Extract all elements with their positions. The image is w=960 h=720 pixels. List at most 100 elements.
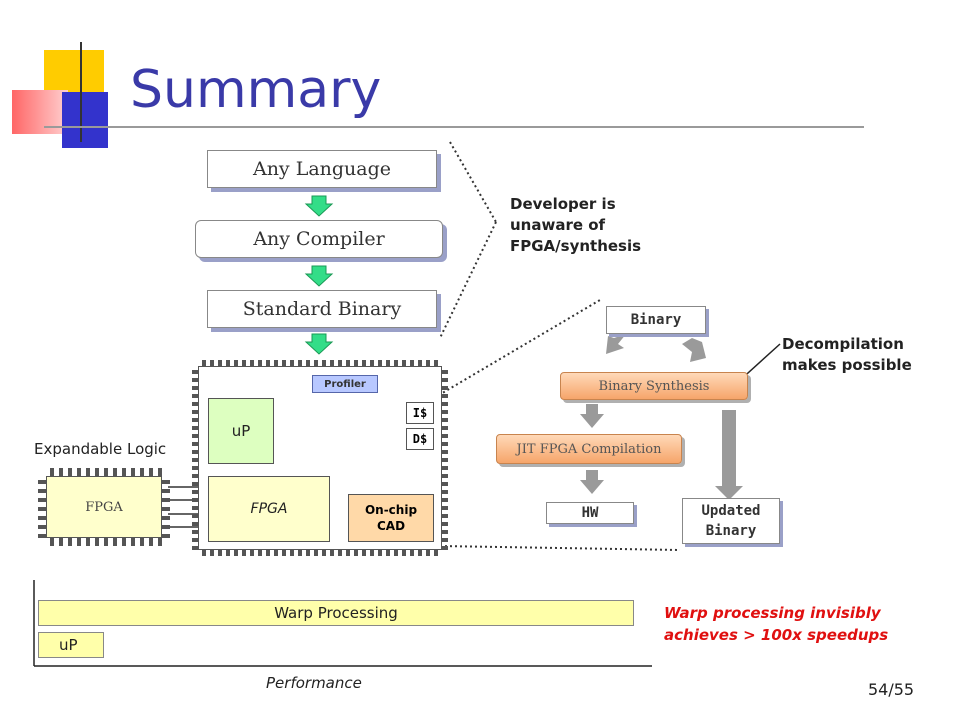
chip-pin	[104, 538, 108, 546]
chip-pin	[162, 498, 170, 502]
chip-pin	[131, 538, 135, 546]
chip-pin	[426, 550, 430, 556]
chip-pin	[330, 550, 334, 556]
chip-pin	[192, 378, 198, 382]
chip-pin	[192, 442, 198, 446]
chip-pin	[354, 550, 358, 556]
chip-pin	[122, 538, 126, 546]
chip-pin	[192, 522, 198, 526]
chip-pins	[192, 360, 448, 556]
chip-pin	[442, 530, 448, 534]
chip-pin	[234, 550, 238, 556]
hw-box: HW	[546, 502, 634, 524]
chip-pin	[192, 490, 198, 494]
chip-pin	[402, 360, 406, 366]
chip-pin	[226, 550, 230, 556]
binary-synthesis-box: Binary Synthesis	[560, 372, 748, 400]
chip-pin	[306, 360, 310, 366]
chip-pin	[338, 550, 342, 556]
chip-pin	[442, 418, 448, 422]
chip-pin	[226, 360, 230, 366]
chip-pin	[242, 550, 246, 556]
chip-pin	[192, 538, 198, 542]
chip-pin	[338, 360, 342, 366]
chip-pin	[346, 550, 350, 556]
chip-pin	[140, 538, 144, 546]
decompilation-note: Decompilation makes possible	[782, 335, 912, 374]
chip-pin	[258, 360, 262, 366]
expandable-chip-pins	[38, 468, 170, 546]
any-language-box: Any Language	[207, 150, 437, 188]
chip-pin	[442, 370, 448, 374]
chip-pin	[202, 360, 206, 366]
chip-pin	[442, 482, 448, 486]
chip-pin	[38, 507, 46, 511]
chip-pin	[442, 386, 448, 390]
chip-pin	[346, 360, 350, 366]
chip-pin	[192, 506, 198, 510]
up-performance-bar: uP	[38, 632, 104, 658]
chip-pin	[131, 468, 135, 476]
chip-pin	[86, 468, 90, 476]
chip-pin	[192, 498, 198, 502]
chip-pin	[274, 550, 278, 556]
chip-pin	[86, 538, 90, 546]
chip-pin	[162, 525, 170, 529]
chip-pin	[192, 426, 198, 430]
chip-pin	[442, 410, 448, 414]
chip-pin	[122, 468, 126, 476]
chip-pin	[113, 468, 117, 476]
warp-processing-bar: Warp Processing	[38, 600, 634, 626]
chip-pin	[274, 360, 278, 366]
chip-pin	[50, 468, 54, 476]
chip-pin	[95, 468, 99, 476]
chip-pin	[394, 360, 398, 366]
chip-pin	[298, 360, 302, 366]
chip-pin	[442, 490, 448, 494]
expandable-logic-label: Expandable Logic	[34, 440, 167, 458]
chip-pin	[442, 506, 448, 510]
chip-pin	[59, 468, 63, 476]
chip-pin	[192, 530, 198, 534]
chip-pin	[192, 474, 198, 478]
chip-pin	[442, 450, 448, 454]
chip-pin	[442, 458, 448, 462]
chip-pin	[298, 550, 302, 556]
chip-pin	[242, 360, 246, 366]
title-divider	[44, 126, 864, 128]
chip-pin	[38, 489, 46, 493]
chip-pin	[192, 514, 198, 518]
performance-axis-label: Performance	[266, 674, 362, 692]
expandable-fpga-chip: FPGA	[46, 476, 162, 538]
chip-pin	[442, 466, 448, 470]
chip-pin	[418, 550, 422, 556]
chip-pin	[442, 546, 448, 550]
standard-binary-box: Standard Binary	[207, 290, 437, 328]
fpga-block: FPGA	[208, 476, 330, 542]
chip-pin	[192, 434, 198, 438]
chip-pin	[282, 550, 286, 556]
chip-pin	[192, 394, 198, 398]
chip-pin	[442, 474, 448, 478]
binary-box: Binary	[606, 306, 706, 334]
chip-pin	[162, 507, 170, 511]
chip-pin	[38, 516, 46, 520]
chip-pin	[434, 550, 438, 556]
chip-pin	[218, 360, 222, 366]
chip-pin	[95, 538, 99, 546]
chip-pin	[314, 550, 318, 556]
chip-pin	[410, 550, 414, 556]
chip-pin	[113, 538, 117, 546]
chip-pin	[68, 538, 72, 546]
icache-box: I$	[406, 402, 434, 424]
chip-pin	[59, 538, 63, 546]
chip-pin	[442, 442, 448, 446]
chip-pin	[77, 538, 81, 546]
chip-pin	[202, 550, 206, 556]
chip-pin	[192, 482, 198, 486]
any-compiler-box: Any Compiler	[195, 220, 443, 258]
chip-pin	[192, 546, 198, 550]
chip-pin	[370, 360, 374, 366]
